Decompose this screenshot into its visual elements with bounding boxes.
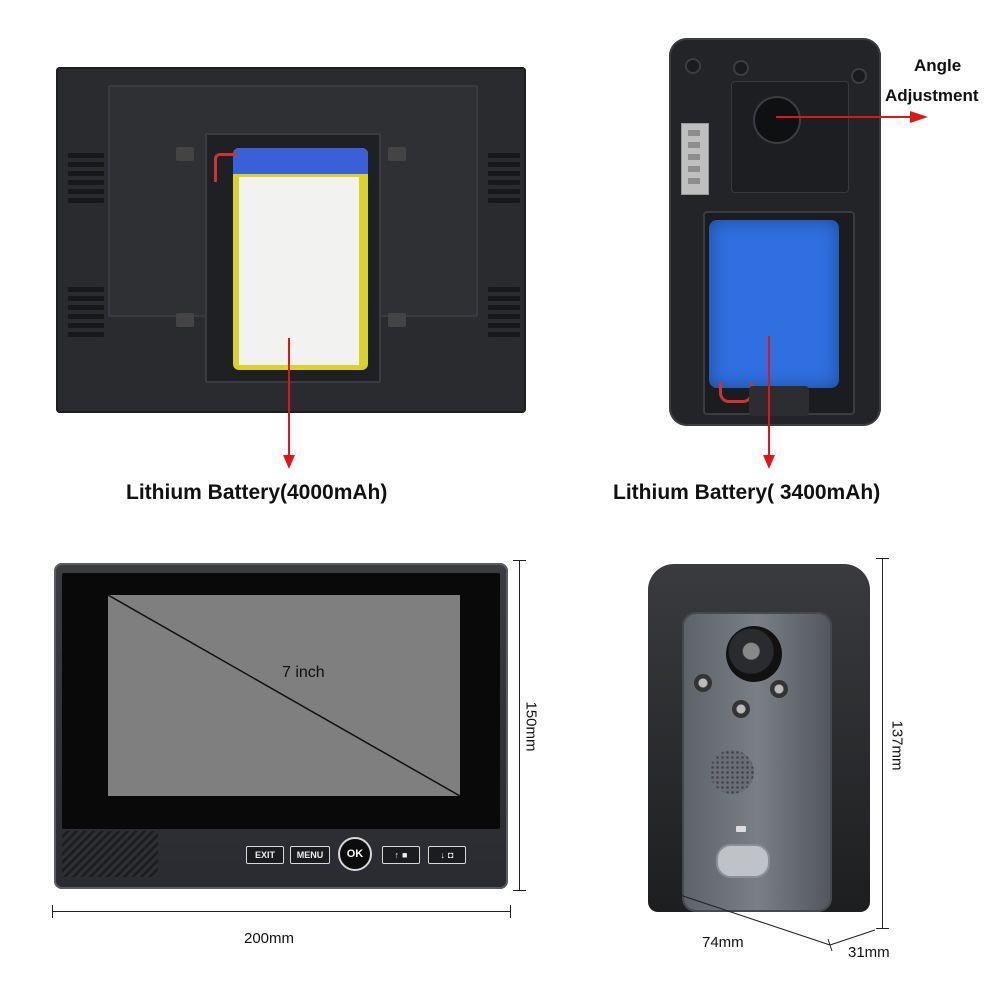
battery-4000-caption: Lithium Battery(4000mAh)	[126, 481, 388, 504]
speaker-grill	[62, 831, 158, 877]
doorbell-depth-label: 31mm	[848, 944, 890, 961]
battery-wire	[214, 153, 237, 182]
monitor-width-label: 200mm	[244, 930, 295, 947]
indicator-led	[736, 826, 746, 832]
down-button[interactable]: ↓◘	[428, 846, 466, 864]
doorbell-front-panel	[682, 612, 832, 912]
arrow-head	[910, 111, 928, 123]
dimension-tick	[876, 928, 889, 929]
monitor-front-view: 7 inch EXIT MENU OK ↑■ ↓◘	[54, 563, 508, 889]
dimension-line-vertical	[519, 560, 520, 890]
dimension-line-vertical	[882, 558, 883, 928]
arrow-head	[283, 455, 295, 469]
battery-clip	[388, 147, 406, 161]
arrow-battery-4000	[288, 338, 290, 456]
battery-clip	[388, 313, 406, 327]
dimension-line-horizontal	[52, 911, 511, 912]
battery-4000-sticker	[239, 177, 359, 365]
battery-latch	[749, 386, 809, 416]
doorbell-back-view	[669, 38, 881, 426]
camera-icon: ■	[402, 850, 408, 860]
ir-led-icon	[770, 680, 788, 698]
dimension-tick	[513, 890, 526, 891]
ir-led-icon	[694, 674, 712, 692]
battery-clip	[176, 313, 194, 327]
battery-wire	[719, 382, 753, 403]
battery-3400-caption: Lithium Battery( 3400mAh)	[613, 481, 881, 504]
speaker-grill	[710, 750, 754, 794]
dimension-tick	[52, 905, 53, 918]
screen-diagonal	[108, 595, 460, 796]
exit-button[interactable]: EXIT	[246, 846, 284, 864]
light-sensor-icon	[732, 700, 750, 718]
monitor-back-view	[56, 67, 526, 413]
wire-terminal	[681, 123, 709, 195]
dimension-tick	[513, 560, 526, 561]
doorbell-height-label: 137mm	[888, 720, 906, 771]
arrow-head	[763, 455, 775, 469]
screen-size-label: 7 inch	[282, 664, 325, 681]
vent-left-bottom	[68, 287, 104, 337]
screw-hole	[851, 68, 867, 84]
angle-label-line2: Adjustment	[885, 86, 979, 105]
camera-lens-icon	[726, 626, 782, 682]
arrow-battery-3400	[768, 336, 770, 456]
battery-clip	[176, 147, 194, 161]
camera-icon: ◘	[448, 850, 454, 860]
monitor-screen: 7 inch	[108, 595, 460, 796]
angle-adjust-knob	[753, 96, 801, 144]
monitor-bezel: 7 inch	[62, 573, 500, 829]
vent-right-top	[488, 153, 520, 203]
battery-3400	[709, 220, 839, 388]
screw-hole	[685, 58, 701, 74]
dimension-tick	[510, 905, 511, 918]
dimension-tick	[876, 558, 889, 559]
doorbell-width-label: 74mm	[702, 934, 744, 951]
ok-button[interactable]: OK	[338, 837, 372, 871]
arrow-angle	[776, 116, 912, 118]
call-button[interactable]	[716, 844, 770, 878]
battery-4000-top	[233, 148, 368, 174]
doorbell-width-dimension	[677, 888, 876, 952]
up-button[interactable]: ↑■	[382, 846, 420, 864]
monitor-height-label: 150mm	[522, 701, 540, 752]
screw-hole	[733, 60, 749, 76]
menu-button[interactable]: MENU	[290, 846, 330, 864]
vent-right-bottom	[488, 287, 520, 337]
angle-label-line1: Angle	[914, 56, 962, 75]
vent-left-top	[68, 153, 104, 203]
